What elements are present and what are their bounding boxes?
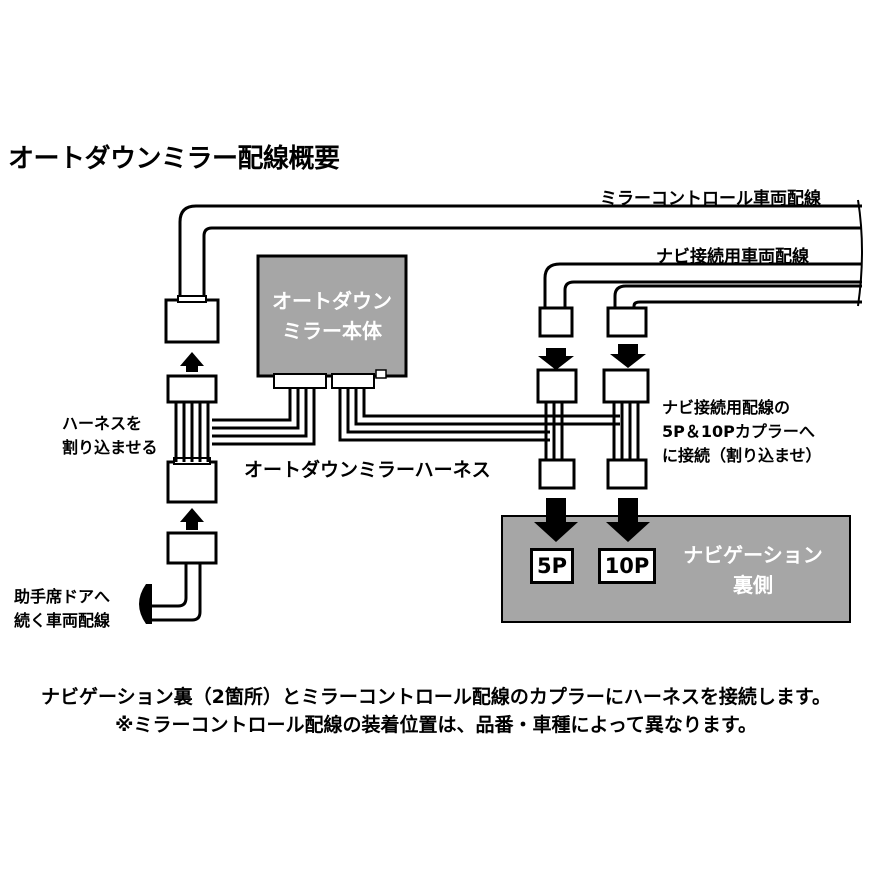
- arrow-up-icon: [180, 352, 204, 372]
- harness-10p-coupler-bottom: [606, 458, 648, 490]
- harness-5p-coupler-bottom: [538, 458, 576, 490]
- arrow-down-icon: [534, 498, 578, 542]
- unit-connector-left: [273, 373, 327, 389]
- navi-wiring-label: ナビ接続用車両配線: [656, 247, 809, 267]
- main-unit-line-2: ミラー本体: [282, 319, 382, 343]
- port-10p: 10P: [598, 548, 656, 584]
- harness-5p-coupler-top: [536, 368, 578, 404]
- navigation-label: ナビゲーション 裏側: [683, 543, 823, 597]
- navi-5p-vehicle-coupler: [538, 306, 574, 338]
- port-5p: 5P: [530, 548, 574, 584]
- navi-cables: [543, 262, 862, 308]
- door-grommet: [139, 584, 152, 624]
- main-unit-label: オートダウン ミラー本体: [258, 286, 406, 346]
- main-unit-line-1: オートダウン: [272, 289, 392, 313]
- arrow-down-icon: [606, 498, 650, 542]
- mirror-main-unit: [256, 254, 408, 378]
- harness-to-unit: [212, 388, 316, 446]
- arrow-up-icon: [180, 508, 204, 530]
- footer-line-2: ※ミラーコントロール配線の装着位置は、品番・車種によって異なります。: [114, 714, 758, 736]
- diagram-title: オートダウンミラー配線概要: [8, 144, 340, 174]
- harness-name-label: オートダウンミラーハーネス: [244, 459, 491, 481]
- unit-connector-right: [331, 373, 375, 389]
- passenger-door-label: 助手席ドアへ 続く車両配線: [14, 587, 111, 630]
- arrow-down-icon: [538, 348, 574, 370]
- harness-coupler-top: [166, 374, 218, 404]
- harness-10p-coupler-top: [602, 368, 650, 404]
- navi-10p-vehicle-coupler: [606, 306, 648, 338]
- mirror-control-wiring-label: ミラーコントロール車両配線: [600, 189, 821, 209]
- harness-insert-label: ハーネスを 割り込ませる: [62, 414, 158, 457]
- left-harness-wires: [174, 402, 210, 462]
- harness-to-navi: [338, 388, 620, 442]
- arrow-down-icon: [610, 344, 646, 368]
- mirror-control-cable: [178, 204, 862, 300]
- harness-coupler-bottom: [166, 460, 218, 504]
- footer-line-1: ナビゲーション裏（2箇所）とミラーコントロール配線のカプラーにハーネスを接続しま…: [41, 686, 831, 708]
- mirror-coupler-female: [164, 298, 220, 344]
- cable-cut-edge: [857, 199, 863, 307]
- navi-coupler-note: ナビ接続用配線の 5P＆10Pカプラーへ に接続（割り込ませ）: [662, 398, 822, 465]
- door-coupler: [166, 531, 218, 565]
